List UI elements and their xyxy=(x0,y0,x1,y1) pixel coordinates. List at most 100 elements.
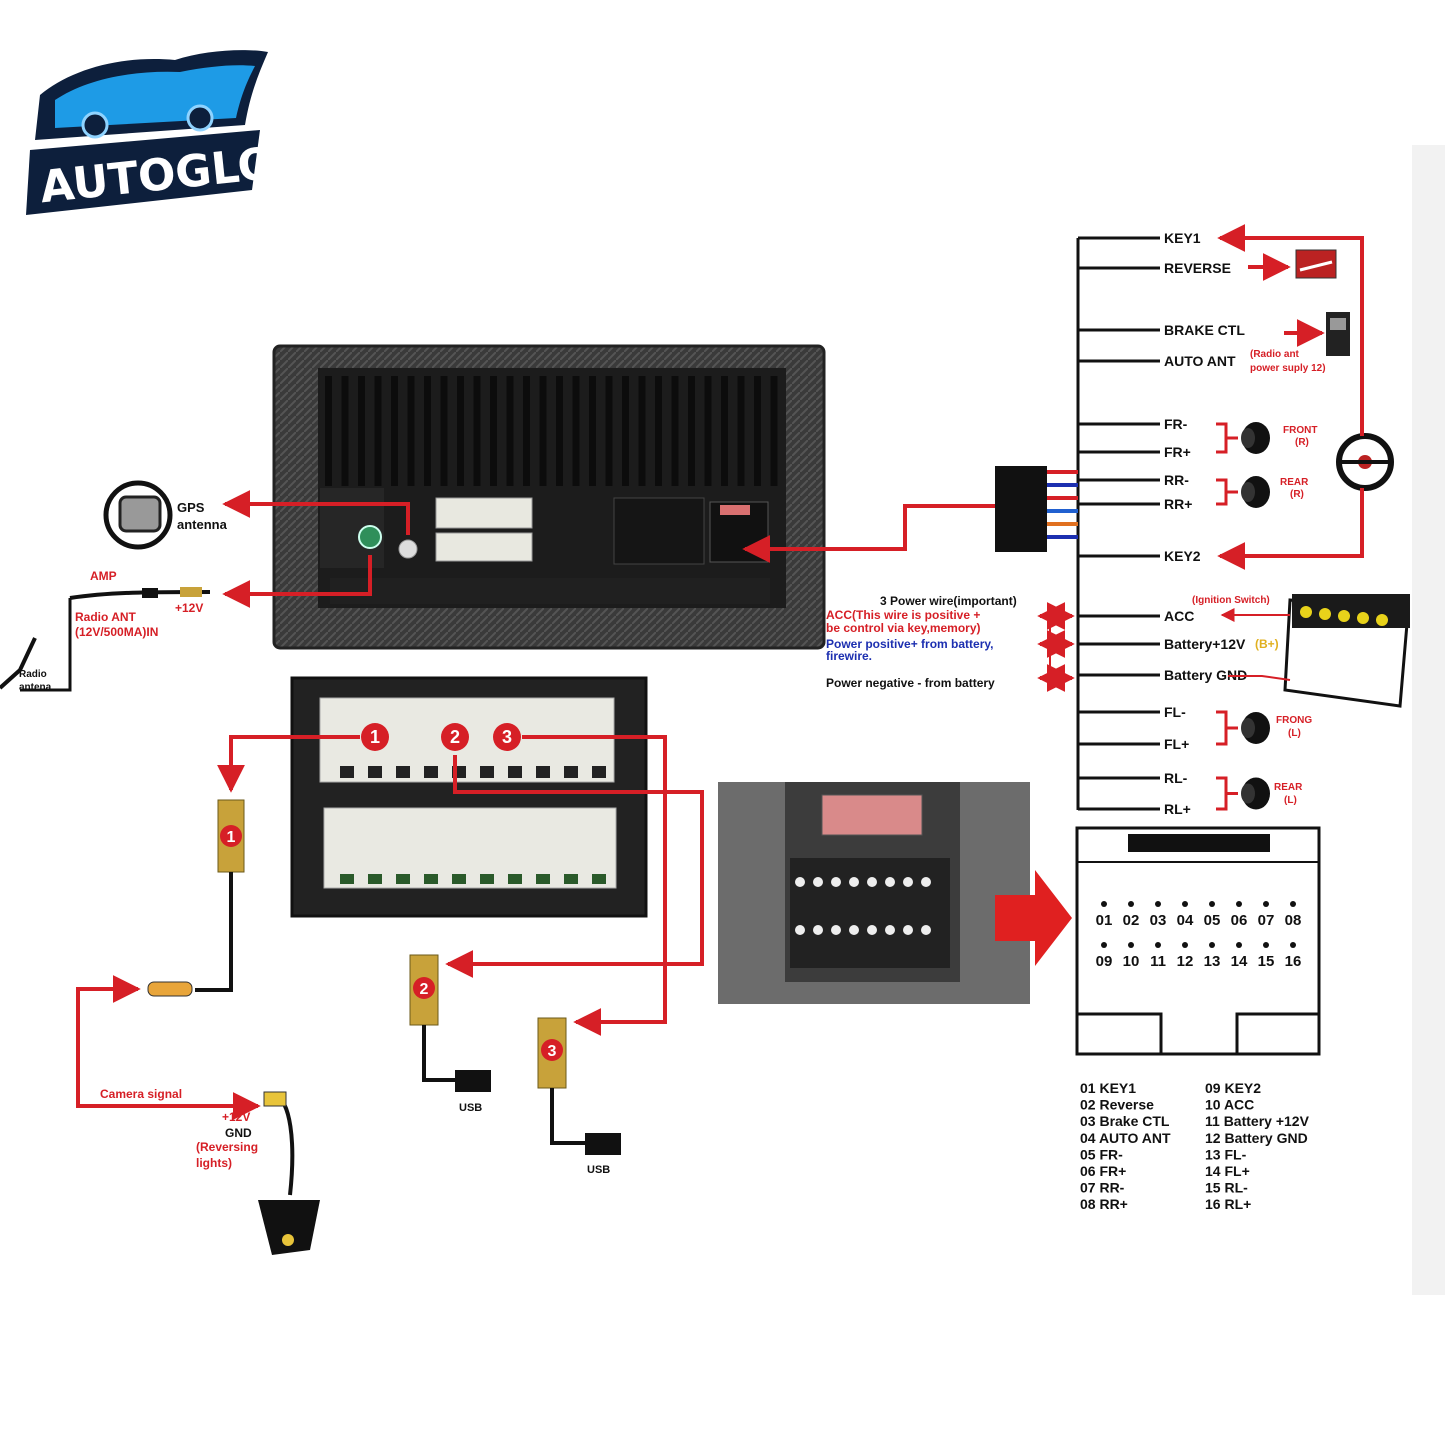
speaker-cone xyxy=(1241,718,1255,738)
heatsink-fin xyxy=(622,376,629,486)
battery-icon xyxy=(1283,594,1410,708)
rear-l-note: REAR xyxy=(1274,782,1303,793)
port-number-1: 1 xyxy=(370,727,380,747)
harness-wire-label: FL+ xyxy=(1164,736,1189,752)
amp-12v-label: +12V xyxy=(175,601,203,615)
heatsink-fin xyxy=(655,376,662,486)
connector-notch xyxy=(592,766,606,778)
heatsink-fin xyxy=(539,376,547,486)
steering-wheel-icon xyxy=(1336,433,1394,491)
heatsink-fin xyxy=(556,376,563,486)
b-plus-note: (B+) xyxy=(1255,637,1279,651)
speaker-cone xyxy=(1241,482,1255,502)
heatsink-fin xyxy=(325,376,332,486)
auto-ant-note-2: power suply 12) xyxy=(1250,363,1326,374)
heatsink-fin xyxy=(440,376,448,486)
battery-note: Power positive+ from battery, xyxy=(826,637,994,651)
connector-notch xyxy=(368,874,382,884)
av-connector xyxy=(435,532,533,562)
legend-item: 07 RR- xyxy=(1080,1180,1125,1196)
arrow-icon xyxy=(995,870,1072,966)
pin-dot xyxy=(1290,901,1296,907)
av-connector xyxy=(435,497,533,529)
connector-notch xyxy=(452,874,466,884)
usb-icon xyxy=(455,1070,491,1092)
legend-item: 02 Reverse xyxy=(1080,1097,1154,1113)
heatsink-fin xyxy=(424,376,431,486)
socket-pin xyxy=(831,925,841,935)
wheel-icon xyxy=(186,104,214,132)
heatsink-fins xyxy=(325,376,778,486)
heatsink-fin xyxy=(737,376,745,486)
port-markers: 1 2 3 xyxy=(361,723,521,751)
usb-label-2: USB xyxy=(587,1164,610,1176)
heatsink-fin xyxy=(457,376,464,486)
speaker-bracket xyxy=(1216,478,1228,506)
camera-gnd-label: GND xyxy=(225,1126,252,1140)
harness-wire-label: FL- xyxy=(1164,704,1186,720)
harness-wire-label: Battery GND xyxy=(1164,667,1247,683)
pin-dot xyxy=(1236,901,1242,907)
legend-item: 12 Battery GND xyxy=(1205,1130,1308,1146)
camera-input-cable: 1 xyxy=(147,799,245,997)
port-marker-1 xyxy=(361,723,389,751)
pin-dot xyxy=(1155,942,1161,948)
harness-wire-label: Battery+12V xyxy=(1164,636,1246,652)
front-l-note: FRONG xyxy=(1276,715,1312,726)
pin-number: 03 xyxy=(1150,912,1167,929)
pin-number: 01 xyxy=(1096,912,1113,929)
speaker-cone xyxy=(1241,428,1255,448)
pin-number: 15 xyxy=(1258,953,1275,970)
legend-item: 13 FL- xyxy=(1205,1146,1247,1162)
pin-dot xyxy=(1155,901,1161,907)
heatsink-fin xyxy=(358,376,365,486)
camera-signal-label: Camera signal xyxy=(100,1087,182,1101)
pin-dot xyxy=(1101,942,1107,948)
radio-ant-label: Radio ANT xyxy=(75,610,137,624)
heatsink-fin xyxy=(704,376,712,486)
connector-notch xyxy=(536,874,550,884)
socket-pin xyxy=(903,877,913,887)
pin-number: 02 xyxy=(1123,912,1140,929)
harness-wire-label: FR+ xyxy=(1164,444,1191,460)
pin-number: 08 xyxy=(1285,912,1302,929)
connector-panel xyxy=(290,676,648,918)
gps-label: GPS xyxy=(177,500,205,515)
harness-wire-label: RR- xyxy=(1164,472,1189,488)
pin-number: 07 xyxy=(1258,912,1275,929)
usb-cable-3: 3 xyxy=(537,1017,621,1155)
gps-antenna-icon xyxy=(103,480,173,550)
pin-dot xyxy=(1101,901,1107,907)
legend-item: 04 AUTO ANT xyxy=(1080,1130,1171,1146)
amp-cable xyxy=(69,587,211,600)
heatsink-fin xyxy=(391,376,398,486)
connector-notch xyxy=(424,766,438,778)
connector-notch xyxy=(536,766,550,778)
pin-number: 06 xyxy=(1231,912,1248,929)
socket-pin xyxy=(921,925,931,935)
gps-label-2: antenna xyxy=(177,517,228,532)
heatsink-fin xyxy=(754,376,761,486)
harness-socket-photo xyxy=(718,782,1030,1004)
pin-dot xyxy=(1263,942,1269,948)
harness-wire-label: KEY1 xyxy=(1164,230,1201,246)
head-unit-rear xyxy=(272,344,826,650)
legend-item: 03 Brake CTL xyxy=(1080,1113,1170,1129)
radio-antenna-label-2: antena xyxy=(19,682,52,693)
connector-notch xyxy=(340,766,354,778)
heatsink-fin xyxy=(671,376,679,486)
pin-dot xyxy=(1182,942,1188,948)
usb-cable-2: 2 xyxy=(409,954,491,1092)
legend-item: 14 FL+ xyxy=(1205,1163,1250,1179)
acc-note: ACC(This wire is positive + xyxy=(826,608,980,622)
pin-dot xyxy=(1209,942,1215,948)
harness-wire-label: REVERSE xyxy=(1164,260,1231,276)
reverse-camera-icon xyxy=(258,1091,320,1255)
pin-number: 09 xyxy=(1096,953,1113,970)
harness-wire-label: RL- xyxy=(1164,770,1188,786)
pin-number: 12 xyxy=(1177,953,1194,970)
socket-pin xyxy=(903,925,913,935)
rear-r-note-2: (R) xyxy=(1290,489,1304,500)
front-r-note-2: (R) xyxy=(1295,437,1309,448)
